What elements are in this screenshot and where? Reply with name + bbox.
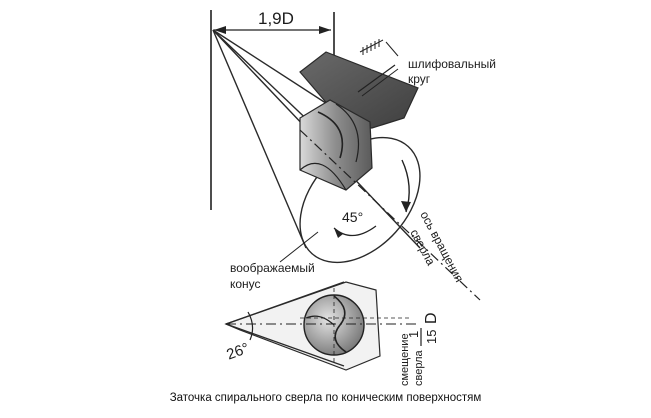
wheel-label-2: круг [408,72,431,86]
offset-fraction-numerator: 1 [406,331,421,338]
offset-label: смещение сверла 1 15 D [399,312,440,386]
drill-end-view [224,281,420,371]
cone-label-1: воображаемый [230,261,315,275]
offset-label-2: сверла [413,350,425,386]
cone-label-2: конус [230,277,261,291]
dimension-1-9d: 1,9D [210,9,335,210]
angle-26-label: 26° [224,340,251,364]
angle-26: 26° [224,311,254,364]
offset-fraction-unit: D [423,312,440,324]
wheel-label-1: шлифовальный [408,57,496,71]
dimension-label: 1,9D [258,9,294,28]
angle-45: 45° [333,209,377,238]
drill-axis-line [299,129,481,301]
figure-caption: Заточка спирального сверла по коническим… [169,392,482,404]
offset-label-1: смещение [399,333,411,386]
drill-tip-upper [299,99,373,191]
offset-fraction-denominator: 15 [424,330,439,344]
angle-45-label: 45° [342,209,363,225]
